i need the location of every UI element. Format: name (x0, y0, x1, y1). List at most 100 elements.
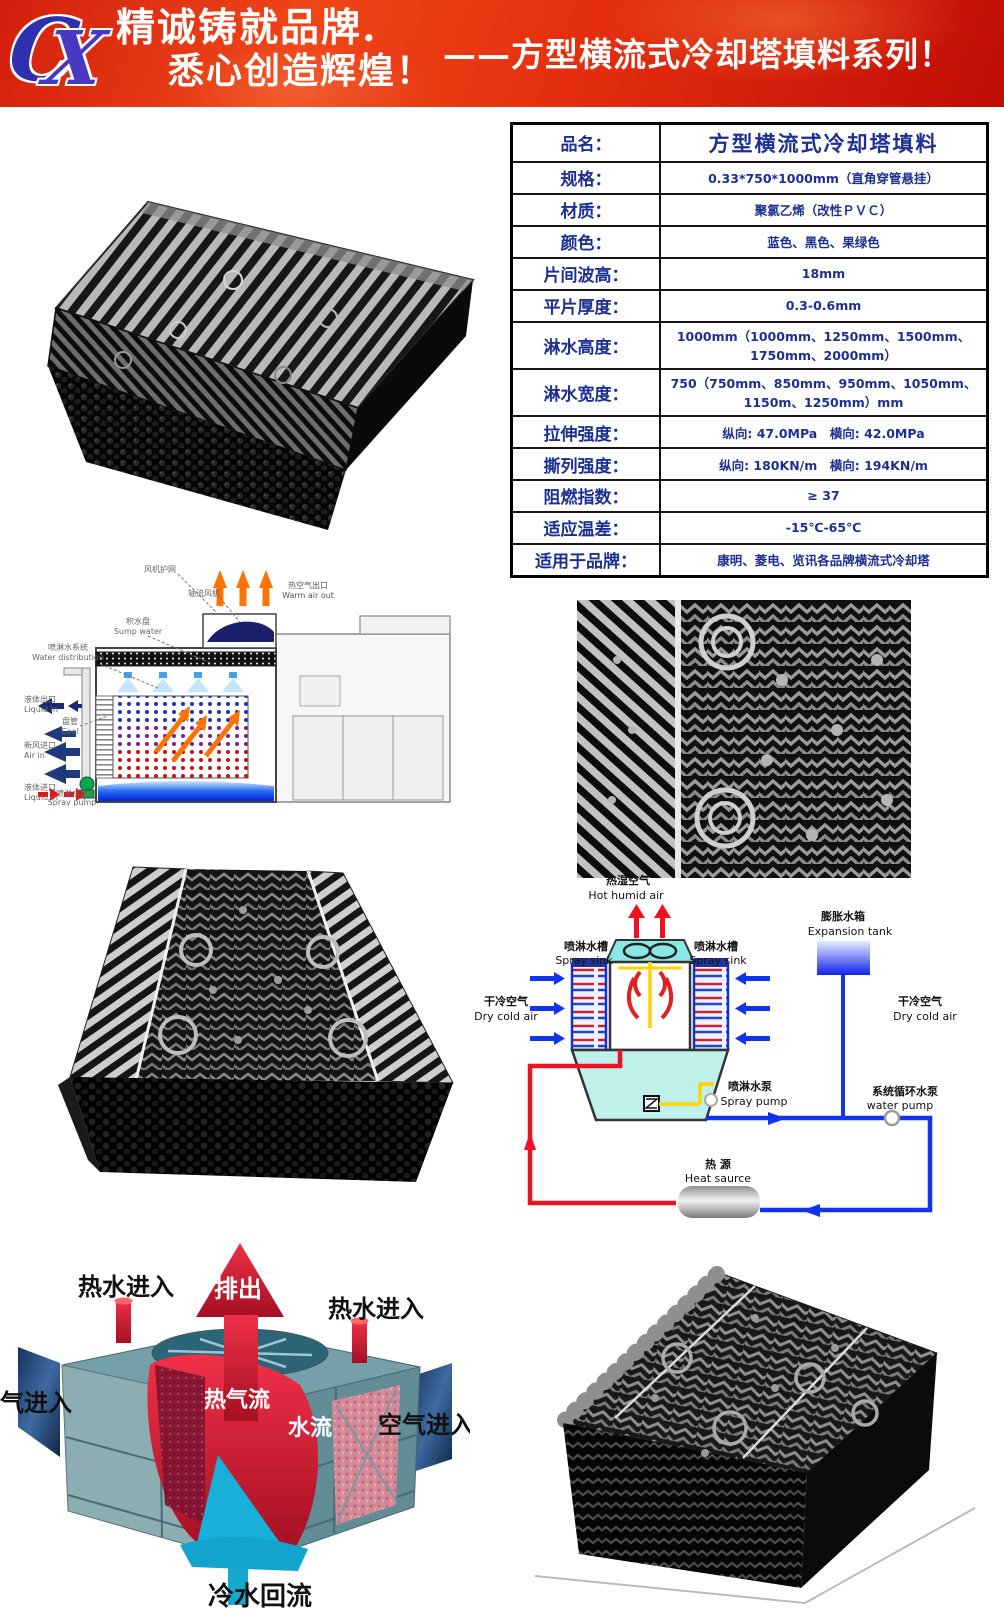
table-row: 拉伸强度： 纵向: 47.0MPa 横向: 42.0MPa (510, 415, 989, 450)
water-pump-circle (883, 1109, 901, 1127)
spray-curves (626, 970, 674, 1020)
liquid-out-label-cn: 液体出口 (24, 694, 56, 704)
slogan-line-1: 精诚铸就品牌. (116, 5, 378, 51)
liquid-out-label-en: Liquid in (24, 705, 58, 714)
expansion-label-cn: 膨胀水箱 (820, 909, 865, 923)
spray-pump-circle (704, 1093, 718, 1107)
spec-label: 适应温差： (510, 510, 661, 545)
hot-humid-label-en: Hot humid air (588, 889, 664, 902)
closeup-rings (694, 613, 756, 849)
cold-water-funnel (196, 1455, 292, 1560)
spec-value: 1000mm（1000mm、1250mm、1500mm、1750mm、2000m… (659, 320, 989, 370)
cutaway-tower-diagram: 热水进入 排出 热水进入 气进入 热气流 水流 空气进入 冷水回流 (0, 1215, 474, 1615)
stack3-right-face (801, 1353, 937, 1588)
hot-air-flow-label: 热气流 (204, 1387, 270, 1413)
spec-value: 聚氯乙烯（改性ＰＶＣ） (659, 192, 989, 227)
cutaway-graphic: 热水进入 排出 热水进入 气进入 热气流 水流 空气进入 冷水回流 (0, 1243, 474, 1612)
air-in-label-en: Air in (24, 751, 45, 760)
spec-label: 颜色： (510, 224, 661, 259)
spec-label: 撕列强度： (510, 447, 661, 481)
fan-guard-label: 风机护网 (144, 564, 176, 574)
table-row: 淋水高度： 1000mm（1000mm、1250mm、1500mm、1750mm… (510, 320, 989, 370)
air-in-left-label: 气进入 (0, 1389, 72, 1417)
flow-labels: 热湿空气 Hot humid air 膨胀水箱 Expansion tank 喷… (474, 873, 957, 1185)
spec-value: 纵向: 47.0MPa 横向: 42.0MPa (659, 415, 989, 450)
spray-sink-right-en: Spray sink (689, 954, 747, 967)
hot-air-flow-arrows (154, 706, 240, 763)
warm-air-arrows (213, 570, 273, 606)
liquid-in-label-cn: 液体进口 (24, 782, 56, 792)
stack3-dots (651, 1314, 839, 1457)
dry-cold-right-cn: 干冷空气 (898, 994, 942, 1008)
warm-air-label-cn: 热空气出口 (288, 580, 328, 590)
stack3-front-face (563, 1423, 807, 1588)
spray-pump-label-cn: 喷淋水泵 (56, 788, 88, 798)
spec-value: ≥ 37 (659, 478, 989, 513)
table-row: 淋水宽度： 750（750mm、850mm、950mm、1050mm、1150m… (510, 367, 989, 418)
spec-label: 淋水高度： (510, 320, 661, 370)
spec-value: 蓝色、黑色、果绿色 (659, 224, 989, 259)
fill-right-side (346, 280, 473, 470)
spec-label: 阻燃指数： (510, 478, 661, 513)
right-fin-panel (410, 1363, 452, 1473)
hot-humid-label-cn: 热湿空气 (606, 873, 650, 887)
table-row: 平片厚度： 0.3-0.6mm (510, 288, 989, 323)
water-pump-label-cn: 系统循环水泵 (872, 1084, 938, 1098)
left-fin-panel (18, 1347, 60, 1457)
table-row: 片间波高： 18mm (510, 256, 989, 291)
coil-bundle (112, 695, 249, 779)
fill-stack-2-graphic (58, 866, 454, 1182)
fill-stack-1-graphic (47, 200, 475, 530)
closeup-edge-band (577, 600, 675, 878)
coil-stack-left (570, 962, 608, 1052)
closeup-seam (675, 600, 681, 878)
basin-water (98, 781, 274, 801)
spec-table: 品名： 方型横流式冷却塔填料 规格： 0.33*750*1000mm（直角穿管悬… (510, 122, 989, 578)
air-in-label-cn: 新风进口 (24, 740, 56, 750)
liquid-out-arrows (38, 698, 82, 714)
coil-label-en: Cool (61, 727, 79, 736)
stack3-rings (661, 1342, 879, 1446)
stack2-dots (209, 906, 312, 1044)
spray-pump-label-en: Spray pump (48, 798, 97, 806)
water-pool (180, 1536, 308, 1571)
red-pipe (527, 1050, 676, 1206)
heat-source-label-cn: 热 源 (705, 1157, 731, 1171)
dist-label-cn: 喷淋水系统 (48, 642, 88, 652)
spray-nozzles (117, 672, 244, 692)
spec-value: -15℃-65℃ (659, 510, 989, 545)
fill-bottom-block (48, 366, 346, 530)
table-row: 颜色： 蓝色、黑色、果绿色 (510, 224, 989, 259)
spray-pump-label-cn: 喷淋水泵 (728, 1079, 772, 1093)
brace-x (335, 1388, 397, 1522)
leader-lines (79, 573, 241, 801)
product-photo-fill-stack-3 (505, 1258, 989, 1610)
hot-in-right-label: 热水进入 (328, 1295, 424, 1323)
product-photo-fill-stack-2 (18, 830, 470, 1202)
cold-air-arrows-right (735, 972, 770, 1045)
coil-label-cn: 盘管 (62, 716, 78, 726)
blue-pipe (706, 1115, 933, 1213)
spec-label: 平片厚度： (510, 288, 661, 323)
header-banner: C X 精诚铸就品牌. 悉心创造辉煌！ ——方型横流式冷却塔填料系列！ (0, 0, 1004, 107)
sump-label-cn: 积水盘 (126, 616, 150, 626)
header-slogan: 精诚铸就品牌. 悉心创造辉煌！ (116, 6, 456, 92)
slogan-line-2: 悉心创造辉煌！ (168, 49, 435, 92)
hot-air-arrows (628, 904, 671, 938)
table-row: 适用于品牌： 康明、菱电、览讯各品牌横流式冷却塔 (510, 542, 989, 578)
fill-zone-dark (155, 1365, 205, 1525)
spec-label: 拉伸强度： (510, 415, 661, 450)
closed-tower-diagram: 风机护网 轴流风机 热空气出口 Warm air out 积水盘 Sump wa… (8, 556, 452, 810)
riser-pipe (81, 667, 91, 793)
spray-pump-label-en: Spray pump (721, 1095, 788, 1108)
spec-value: 0.3-0.6mm (659, 288, 989, 323)
spec-label: 材质： (510, 192, 661, 227)
company-logo: C X (5, 0, 114, 102)
heat-source-label-en: Heat saurce (685, 1172, 751, 1185)
table-row: 规格： 0.33*750*1000mm（直角穿管悬挂） (510, 160, 989, 195)
spec-label: 淋水宽度： (510, 367, 661, 418)
stack3-scalloped-edge (557, 1266, 725, 1428)
cold-air-arrows-left (530, 972, 565, 1045)
coil-stack-right (692, 962, 730, 1052)
